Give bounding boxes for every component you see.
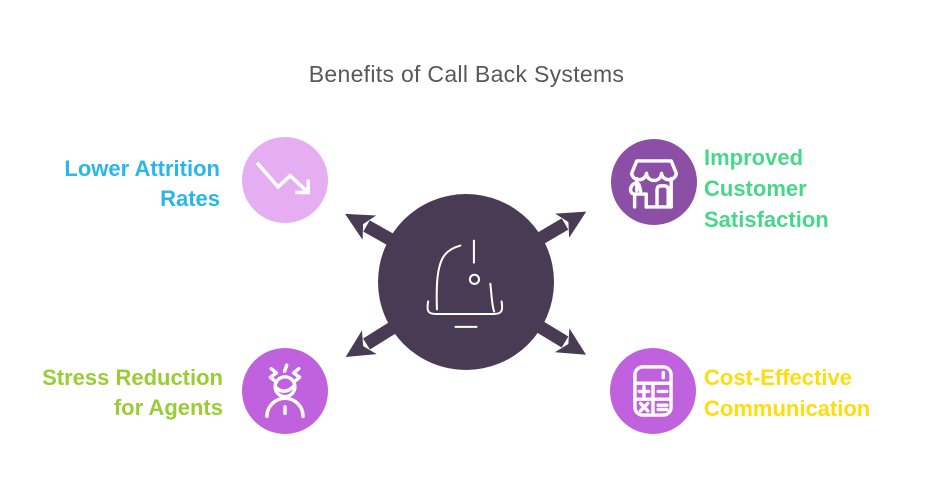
- benefit-icon-circle-top-left: [242, 137, 328, 223]
- bell-left-side: [435, 244, 462, 311]
- calculator-icon: [633, 365, 673, 417]
- benefit-icon-circle-bottom-right: [610, 348, 696, 434]
- benefit-label-stress-reduction: Stress Reduction for Agents: [42, 365, 223, 420]
- central-circle: [378, 194, 554, 370]
- awning: [629, 159, 679, 183]
- person-shoulders: [265, 396, 305, 419]
- stress-bolt-right: [291, 366, 302, 384]
- trend-down-icon: [255, 161, 311, 195]
- storefront-thumbs-up-icon: [628, 159, 679, 209]
- stress-bolt-left: [268, 366, 279, 384]
- thumb-fist: [632, 192, 648, 209]
- bell-right-side: [489, 282, 496, 313]
- benefit-icon-circle-bottom-left: [242, 348, 328, 434]
- trend-line: [255, 161, 310, 194]
- shop-door: [655, 184, 670, 209]
- stressed-person-icon: [265, 363, 305, 419]
- benefit-label-improved-customer-satisfaction: Improved Customer Satisfaction: [704, 145, 829, 232]
- benefit-icon-circle-top-right: [611, 139, 697, 225]
- diagram-title: Benefits of Call Back Systems: [308, 61, 625, 87]
- multiply-key: [638, 401, 650, 413]
- benefit-label-lower-attrition: Lower Attrition Rates: [64, 156, 220, 211]
- stress-mark-center: [282, 363, 289, 373]
- bell-icon: [426, 239, 504, 328]
- trend-arrowhead: [295, 179, 311, 195]
- bell-dot: [468, 273, 481, 285]
- equals-key: [656, 403, 669, 412]
- thumb-up: [628, 181, 643, 196]
- person-face-curve: [274, 383, 297, 393]
- plus-key: [637, 384, 651, 398]
- shop-right-wall: [644, 176, 673, 209]
- bell-base: [426, 300, 504, 316]
- benefit-label-cost-effective: Cost-Effective Communication: [704, 365, 871, 421]
